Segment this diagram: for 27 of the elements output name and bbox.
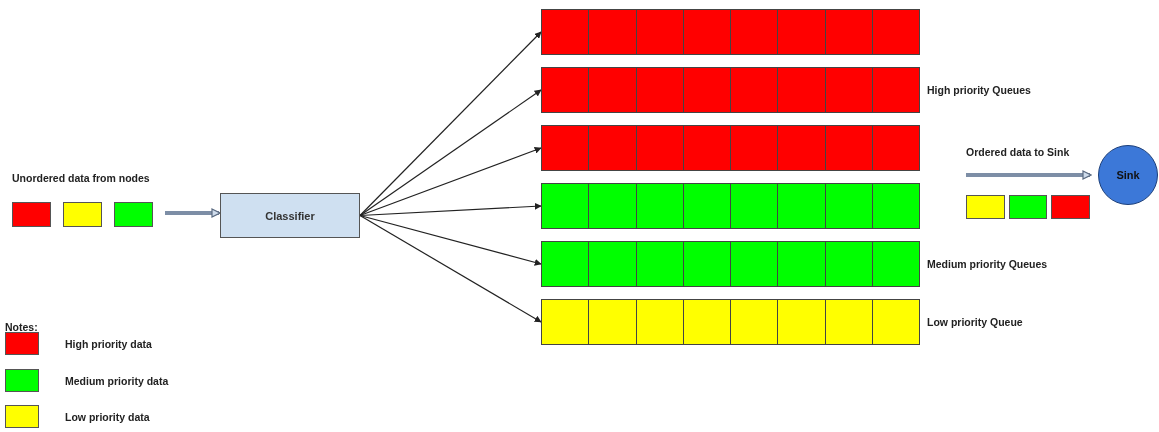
text-label: Ordered data to Sink [966, 146, 1070, 158]
queue-bar [541, 241, 920, 287]
text-label: Notes: [5, 321, 38, 333]
legend-label: Low priority data [65, 411, 150, 423]
arrow [359, 214, 542, 266]
queue-bar [541, 299, 920, 345]
node-label: Classifier [265, 209, 315, 222]
queue-caption: Low priority Queue [927, 316, 1023, 328]
hollow-arrow [165, 208, 221, 218]
legend-label: Medium priority data [65, 375, 169, 387]
legend-label: High priority data [65, 338, 152, 350]
text-label: Unordered data from nodes [12, 172, 150, 184]
sink-circle [1098, 145, 1158, 205]
queue-bar [541, 67, 920, 113]
queue-caption: High priority Queues [927, 84, 1031, 96]
process-box [220, 193, 360, 238]
arrow [359, 214, 542, 323]
arrow [359, 31, 542, 217]
arrow [359, 89, 542, 217]
queue-caption: Medium priority Queues [927, 258, 1048, 270]
queue-bar [541, 125, 920, 171]
node-label: Sink [1116, 169, 1140, 181]
queue-bar [541, 9, 920, 55]
arrow [359, 202, 542, 217]
arrow [359, 146, 542, 217]
hollow-arrow [966, 170, 1092, 180]
queue-bar [541, 183, 920, 229]
